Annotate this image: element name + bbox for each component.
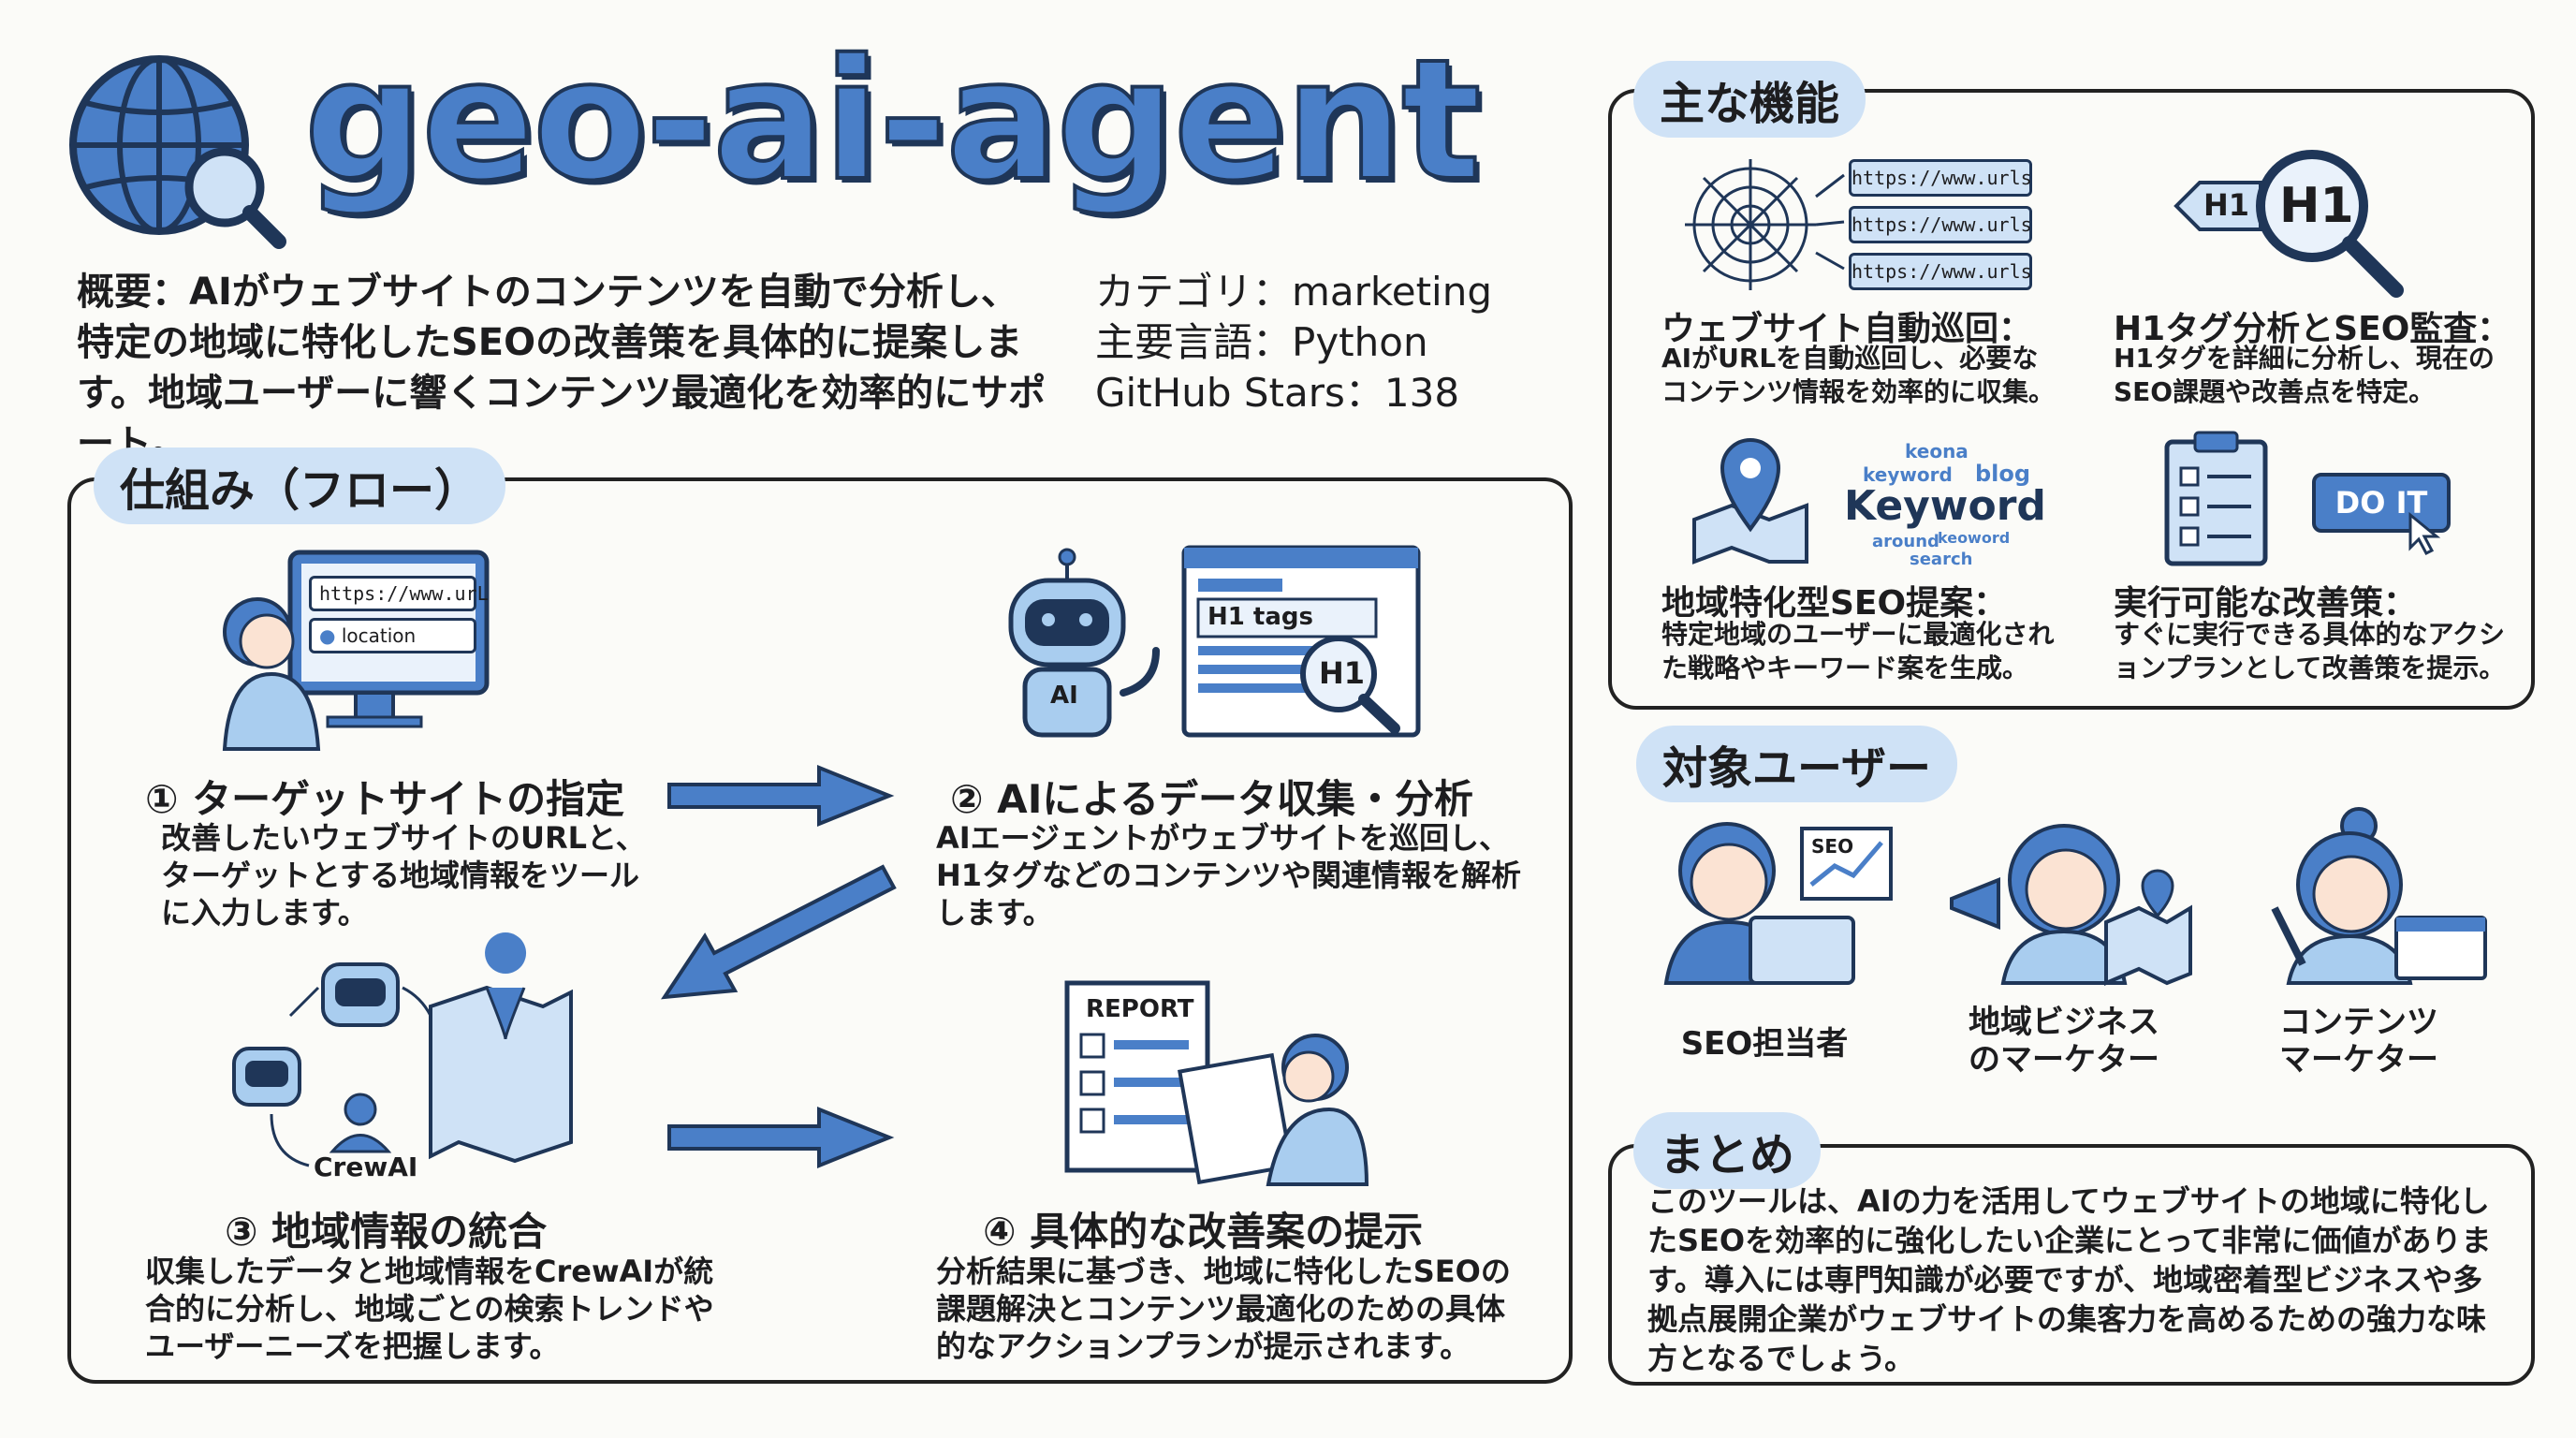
step4-illustration: REPORT — [1058, 978, 1369, 1186]
stars-label: GitHub Stars：138 — [1095, 370, 1460, 416]
user-label-local-marketer: 地域ビジネスのマーケター — [1969, 1004, 2159, 1078]
step4-title: ④ 具体的な改善案の提示 — [983, 1209, 1424, 1255]
cloud-word: around — [1872, 532, 1939, 551]
meta-info: カテゴリ：marketing 主要言語：Python GitHub Stars：… — [1095, 267, 1492, 418]
feature2-illustration: H1 H1 — [2172, 145, 2415, 298]
cloud-word: search — [1910, 550, 1973, 569]
url-box-3: https://www.urls — [1849, 253, 2032, 290]
user-local-marketer-illustration — [1942, 814, 2195, 987]
cloud-word: keyword — [1863, 463, 1953, 486]
globe-search-icon — [69, 55, 286, 249]
cloud-word: keona — [1905, 440, 1969, 462]
map-pin-icon — [1692, 437, 1808, 565]
arrow-diagonal-icon — [661, 864, 897, 1000]
step3-desc: 収集したデータと地域情報をCrewAIが統合的に分析し、地域ごとの検索トレンドや… — [145, 1254, 714, 1364]
pin-icon: ● — [319, 624, 336, 647]
h1-magnifier-label: H1 — [2279, 178, 2354, 234]
feature3-title: 地域特化型SEO提案： — [1661, 584, 2008, 623]
features-heading: 主な機能 — [1633, 61, 1866, 138]
url-box-2: https://www.urls — [1849, 206, 2032, 243]
category-label: カテゴリ：marketing — [1095, 269, 1492, 315]
step1-desc: 改善したいウェブサイトのURLと、ターゲットとする地域情報をツールに入力します。 — [161, 820, 646, 931]
cloud-word: keoword — [1938, 529, 2011, 547]
flow-heading: 仕組み（フロー） — [94, 448, 506, 524]
h1-tag-label: H1 — [2203, 187, 2250, 223]
feature4-title: 実行可能な改善策： — [2114, 584, 2418, 623]
arrow-right-icon — [667, 1107, 895, 1168]
step2-illustration: AI H1 tags H1 — [992, 543, 1423, 749]
url-input-illustration: https://www.urL — [309, 576, 489, 611]
user-content-marketer-illustration — [2256, 805, 2490, 985]
ai-chest-label: AI — [1050, 682, 1078, 710]
feature1-title: ウェブサイト自動巡回： — [1661, 310, 2033, 348]
app-title: geo-ai-agent — [302, 23, 1483, 217]
feature2-desc: H1タグを詳細に分析し、現在のSEO課題や改善点を特定。 — [2114, 343, 2495, 407]
overview-text: 概要：AIがウェブサイトのコンテンツを自動で分析し、特定の地域に特化したSEOの… — [77, 271, 1046, 465]
seo-badge: SEO — [1811, 835, 1854, 858]
feature1-illustration: https://www.urls https://www.urls https:… — [1685, 154, 2041, 295]
language-label: 主要言語：Python — [1095, 319, 1428, 365]
feature2-title: H1タグ分析とSEO監査： — [2114, 310, 2511, 348]
cursor-icon — [2408, 511, 2441, 555]
feature1-desc: AIがURLを自動巡回し、必要なコンテンツ情報を効率的に収集。 — [1661, 343, 2056, 407]
step3-illustration: CrewAI — [215, 932, 580, 1184]
summary-text: このツールは、AIの力を活用してウェブサイトの地域に特化したSEOを効率的に強化… — [1647, 1183, 2492, 1376]
report-label: REPORT — [1086, 995, 1194, 1023]
location-input-illustration: ● location — [309, 618, 476, 653]
cloud-word: blog — [1975, 461, 2031, 487]
user-seo-illustration: SEO — [1661, 814, 1895, 985]
feature3-illustration: keona keyword blog Keyword around keowor… — [1685, 435, 2059, 576]
users-heading: 対象ユーザー — [1636, 726, 1958, 802]
step3-title: ③ 地域情報の統合 — [225, 1209, 548, 1255]
feature3-desc: 特定地域のユーザーに最適化された戦略やキーワード案を生成。 — [1661, 619, 2055, 683]
step1-title: ① ターゲットサイトの指定 — [145, 776, 625, 822]
checklist-icon — [2164, 431, 2268, 566]
h1-tags-label: H1 tags — [1208, 603, 1313, 631]
crewai-label: CrewAI — [314, 1152, 418, 1182]
feature4-illustration: DO IT — [2162, 431, 2462, 571]
url-box-1: https://www.urls — [1849, 159, 2032, 197]
step4-desc: 分析結果に基づき、地域に特化したSEOの課題解決とコンテンツ最適化のための具体的… — [936, 1254, 1511, 1364]
arrow-right-icon — [667, 765, 895, 827]
spider-web-icon — [1685, 159, 1845, 290]
step2-desc: AIエージェントがウェブサイトを巡回し、H1タグなどのコンテンツや関連情報を解析… — [936, 820, 1522, 931]
summary-heading: まとめ — [1633, 1112, 1822, 1189]
step2-title: ② AIによるデータ収集・分析 — [950, 776, 1474, 822]
step1-illustration: https://www.urL ● location — [215, 543, 496, 751]
location-text: location — [341, 624, 417, 647]
user-label-content-marketer: コンテンツマーケター — [2279, 1004, 2438, 1078]
feature4-desc: すぐに実行できる具体的なアクションプランとして改善策を提示。 — [2114, 619, 2506, 683]
features-panel — [1608, 89, 2535, 710]
do-it-button: DO IT — [2312, 473, 2451, 533]
cloud-word: Keyword — [1844, 482, 2046, 530]
user-label-seo: SEO担当者 — [1680, 1025, 1849, 1063]
h1-lens-label: H1 — [1319, 655, 1366, 691]
keyword-cloud: keona keyword blog Keyword around keowor… — [1835, 435, 2050, 576]
